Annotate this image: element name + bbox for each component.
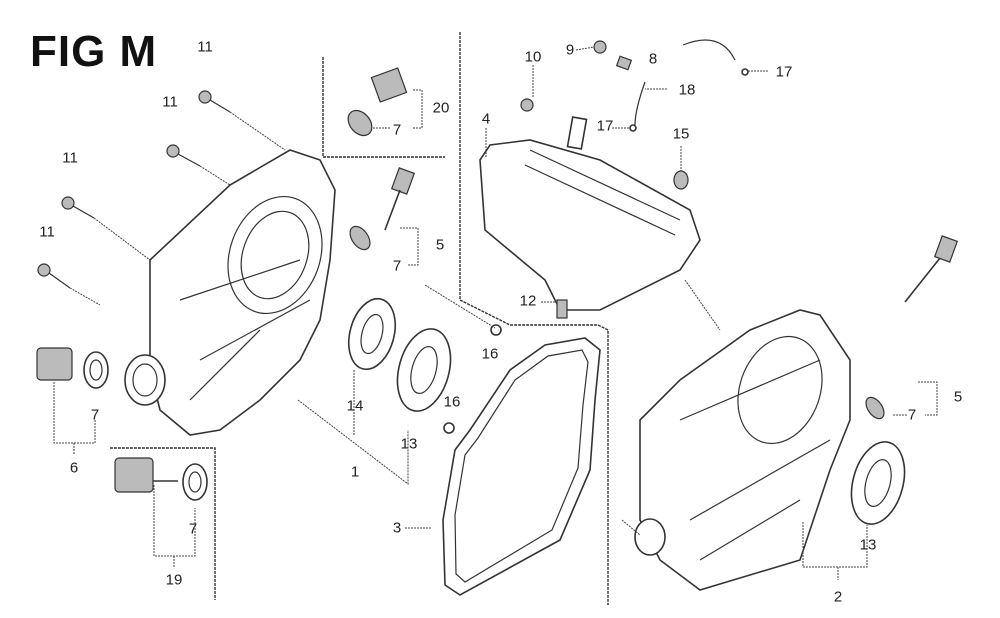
figure-title: FIG M <box>30 27 158 76</box>
frame-oil-tank <box>459 32 609 605</box>
bolt-11-top[interactable] <box>198 90 231 113</box>
drain-plug-20[interactable] <box>370 67 408 103</box>
dipstick-5-right[interactable] <box>904 235 959 303</box>
callout-13[interactable]: 13 <box>400 435 418 453</box>
bolt-11-second[interactable] <box>166 144 201 167</box>
callout-10[interactable]: 10 <box>524 48 542 66</box>
clip-17-right[interactable] <box>741 68 749 76</box>
callout-17[interactable]: 17 <box>596 117 614 135</box>
callout-11[interactable]: 11 <box>162 93 178 111</box>
callout-13[interactable]: 13 <box>859 536 877 554</box>
bolt-11-third[interactable] <box>61 196 95 219</box>
ball-bearing-13-right[interactable] <box>843 436 913 530</box>
callout-19[interactable]: 19 <box>165 571 183 589</box>
oring-7-dipstick-right[interactable] <box>862 394 887 422</box>
dowel-pin-16-top[interactable] <box>490 324 502 336</box>
frame-box-20 <box>322 57 445 158</box>
callout-7[interactable]: 7 <box>90 406 100 424</box>
callout-16[interactable]: 16 <box>481 345 499 363</box>
oil-tank-4[interactable] <box>479 116 701 311</box>
callout-5[interactable]: 5 <box>435 236 445 254</box>
frame-box-19 <box>110 447 216 600</box>
gasket-3[interactable] <box>442 337 601 596</box>
crankcase-cover-right[interactable] <box>634 309 851 591</box>
callout-3[interactable]: 3 <box>392 519 402 537</box>
oring-15[interactable] <box>673 170 689 190</box>
callout-7[interactable]: 7 <box>188 520 198 538</box>
callout-11[interactable]: 11 <box>197 38 213 56</box>
washer-7-plug19[interactable] <box>182 463 208 501</box>
clip-17-center[interactable] <box>629 124 637 132</box>
ball-bearing-13-left[interactable] <box>389 323 459 417</box>
dowel-pin-16-bottom[interactable] <box>443 422 455 434</box>
callout-7[interactable]: 7 <box>392 257 402 275</box>
washer-7-plug6[interactable] <box>83 351 109 389</box>
callout-6[interactable]: 6 <box>69 459 79 477</box>
bolt-12[interactable] <box>556 299 568 319</box>
callout-9[interactable]: 9 <box>565 41 575 59</box>
callout-2[interactable]: 2 <box>833 588 843 606</box>
bolt-9[interactable] <box>593 40 607 54</box>
callout-20[interactable]: 20 <box>432 99 450 117</box>
callout-14[interactable]: 14 <box>346 397 364 415</box>
drain-plug-6[interactable] <box>36 347 73 381</box>
oring-7-dipstick-left[interactable] <box>346 223 374 253</box>
callout-7[interactable]: 7 <box>392 121 402 139</box>
bolt-11-fourth[interactable] <box>37 263 71 289</box>
callout-16[interactable]: 16 <box>443 393 461 411</box>
breather-tube-18[interactable] <box>634 39 736 126</box>
clamp-8[interactable] <box>615 55 633 71</box>
drain-plug-19[interactable] <box>114 457 178 493</box>
callout-5[interactable]: 5 <box>953 388 963 406</box>
washer-7-box20[interactable] <box>343 106 376 140</box>
callout-4[interactable]: 4 <box>481 110 491 128</box>
callout-1[interactable]: 1 <box>350 463 360 481</box>
callout-18[interactable]: 18 <box>678 81 696 99</box>
callout-17[interactable]: 17 <box>775 63 793 81</box>
dipstick-5-left[interactable] <box>384 167 416 231</box>
crankcase-cover-left[interactable] <box>124 149 338 436</box>
callout-7[interactable]: 7 <box>907 406 917 424</box>
callout-11[interactable]: 11 <box>39 223 55 241</box>
oil-seal-14[interactable] <box>341 294 402 375</box>
callout-11[interactable]: 11 <box>62 149 78 167</box>
callout-8[interactable]: 8 <box>648 50 658 68</box>
callout-12[interactable]: 12 <box>519 292 537 310</box>
callout-15[interactable]: 15 <box>672 125 690 143</box>
bolt-10[interactable] <box>520 98 534 112</box>
